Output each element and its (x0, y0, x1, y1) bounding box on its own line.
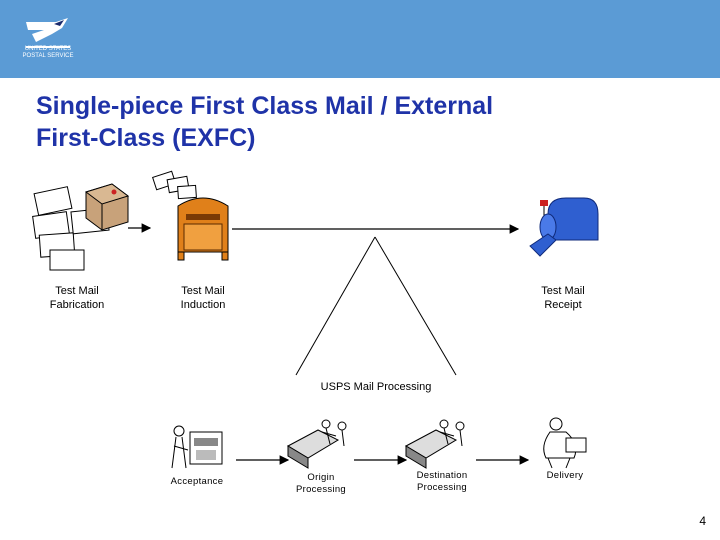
letters-package-icon (32, 183, 130, 271)
delivery-carrier-icon (543, 417, 587, 469)
label-delivery: Delivery (546, 470, 584, 481)
label-destination-processing: Destination Processing (416, 470, 468, 493)
collection-box-icon (152, 170, 229, 261)
label-origin-processing: Origin Processing (296, 472, 346, 495)
title-line-1: Single-piece First Class Mail / External (36, 92, 494, 120)
label-usps-mail-processing: USPS Mail Processing (320, 381, 432, 393)
logo-text: UNITED STATES POSTAL SERVICE (22, 46, 74, 59)
label-test-mail-fabrication: Test Mail Fabrication (49, 285, 105, 311)
label-test-mail-induction: Test Mail Induction (180, 285, 226, 311)
title-line-2: First-Class (EXFC) (36, 124, 256, 152)
page-number: 4 (699, 514, 706, 528)
origin-sorting-machine-icon (286, 419, 347, 469)
page-title: Single-piece First Class Mail / External… (36, 90, 676, 154)
header-band (0, 0, 720, 78)
label-acceptance: Acceptance (170, 476, 224, 487)
destination-sorting-machine-icon (404, 419, 465, 469)
eagle-logo-icon (26, 18, 70, 48)
label-test-mail-receipt: Test Mail Receipt (541, 285, 585, 311)
processing-left-line (295, 236, 376, 376)
mailbox-icon (529, 197, 599, 257)
acceptance-clerk-icon (171, 425, 223, 469)
processing-right-line (374, 236, 457, 376)
